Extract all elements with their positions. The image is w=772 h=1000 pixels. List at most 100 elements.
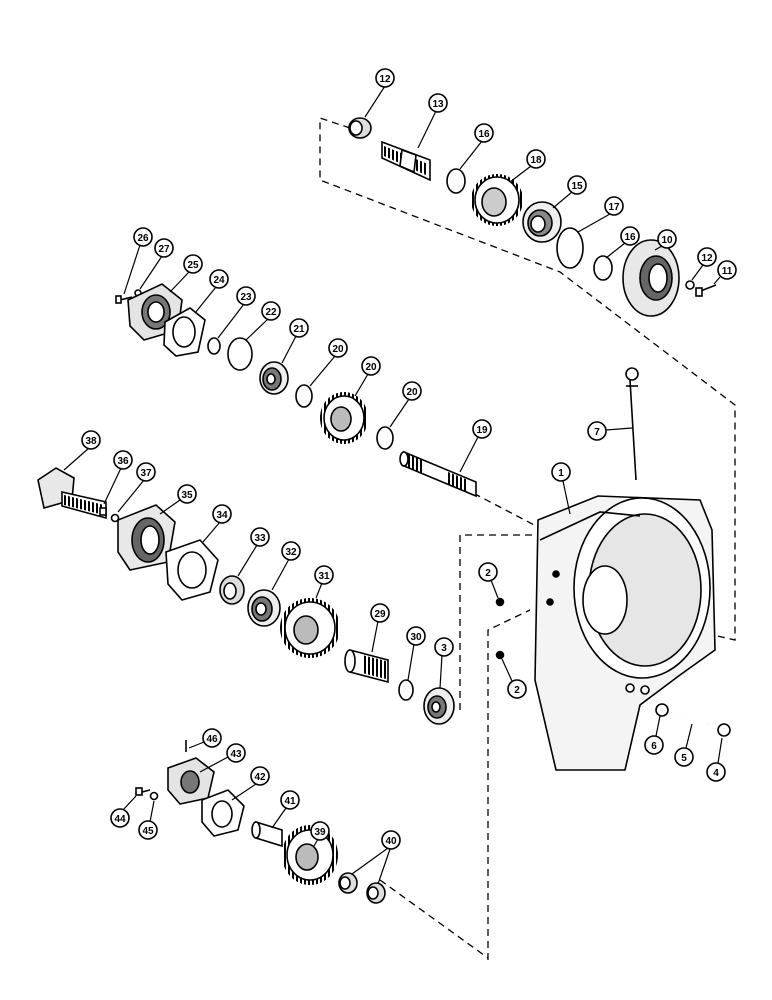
svg-text:30: 30 (410, 632, 422, 643)
callout-30: 30 (406, 626, 426, 681)
svg-text:18: 18 (530, 155, 542, 166)
callout-45: 45 (138, 800, 158, 840)
callout-12: 1212 (691, 247, 717, 281)
callout-18: 18 (509, 149, 546, 183)
svg-text:44: 44 (114, 814, 126, 825)
svg-text:19: 19 (476, 425, 488, 436)
part-29-sleeve (344, 648, 389, 684)
part-40-needle-bearing (338, 872, 386, 904)
svg-text:20: 20 (332, 344, 344, 355)
part-19-shaft (399, 450, 477, 498)
svg-text:22: 22 (265, 307, 277, 318)
callout-6: 6 (644, 715, 664, 755)
callout-15: 15 (552, 175, 587, 209)
part-21-gear (320, 392, 368, 444)
part-33-seal (219, 575, 245, 605)
svg-text:12: 12 (701, 253, 713, 264)
callout-11: 11 (713, 260, 737, 285)
part-24-snap-ring (207, 337, 221, 355)
callout-35: 35 (159, 484, 197, 515)
svg-text:32: 32 (285, 547, 297, 558)
callout-20b: 20 (389, 381, 422, 428)
svg-text:34: 34 (216, 510, 228, 521)
svg-text:6: 6 (651, 741, 657, 752)
part-20-snap-ring (295, 384, 394, 450)
svg-text:7: 7 (594, 427, 600, 438)
part-35-retainer (117, 504, 176, 571)
callout-20a: 20 (309, 338, 348, 387)
svg-text:16: 16 (624, 232, 636, 243)
svg-text:45: 45 (142, 826, 154, 837)
callout-3: 3 (434, 637, 454, 689)
svg-text:2: 2 (514, 685, 520, 696)
svg-text:23: 23 (240, 292, 252, 303)
svg-text:40: 40 (385, 836, 397, 847)
callout-10: 10 (654, 229, 677, 251)
svg-text:13: 13 (432, 99, 444, 110)
part-45-washer (149, 791, 159, 801)
callout-34: 34 (202, 504, 232, 543)
part-38-yoke-shaft (37, 467, 107, 520)
part-30-snap-ring (398, 679, 414, 701)
svg-text:26: 26 (137, 233, 149, 244)
callout-2a: 2 (478, 562, 499, 599)
svg-text:4: 4 (713, 768, 719, 779)
part-12-washer (685, 280, 695, 290)
svg-text:17: 17 (608, 202, 620, 213)
callout-37: 37 (117, 462, 156, 513)
callout-13: 13 (417, 93, 448, 149)
callout-19: 19 (459, 419, 492, 473)
part-37-washer (110, 513, 120, 523)
svg-text:15: 15 (571, 181, 583, 192)
callout-4: 4 (706, 737, 726, 782)
part-41-pin (251, 820, 283, 848)
svg-text:5: 5 (681, 753, 687, 764)
callout-42: 42 (231, 766, 270, 801)
callout-16a: 16 (459, 123, 494, 170)
svg-text:27: 27 (158, 244, 170, 255)
callout-33: 33 (237, 527, 270, 577)
svg-text:35: 35 (181, 490, 193, 501)
part-23-ring (227, 337, 253, 371)
svg-text:29: 29 (374, 609, 386, 620)
callout-16b: 16 (605, 226, 640, 259)
svg-text:24: 24 (213, 275, 225, 286)
callout-41: 41 (271, 790, 300, 829)
callout-39: 39 (310, 821, 330, 847)
part-5-pin (679, 714, 709, 726)
callout-36: 36 (103, 450, 133, 505)
svg-text:31: 31 (318, 571, 330, 582)
part-4-cap (717, 723, 731, 737)
part-16-snap-ring (446, 168, 613, 281)
part-11-bolt (695, 284, 717, 297)
callout-43: 43 (199, 743, 246, 773)
callout-22: 21 (281, 318, 309, 364)
svg-text:21: 21 (293, 324, 305, 335)
callout-38: 38 (63, 430, 101, 471)
part-27-bolt (115, 295, 133, 304)
svg-text:20: 20 (365, 362, 377, 373)
svg-text:16: 16 (478, 129, 490, 140)
callout-32: 32 (271, 541, 301, 591)
svg-text:39: 39 (314, 827, 326, 838)
part-39-gear (282, 825, 338, 885)
svg-text:10: 10 (661, 235, 673, 246)
part-15-bearing (522, 201, 562, 243)
svg-text:1: 1 (558, 468, 564, 479)
part-22-bearing (259, 361, 289, 395)
callout-29: 29 (370, 603, 390, 653)
part-6-nut (655, 703, 669, 717)
callout-46: 46 (188, 728, 222, 749)
svg-text:33: 33 (254, 533, 266, 544)
part-3-bearing (423, 687, 455, 725)
part-17-ring (556, 227, 584, 269)
svg-text:42: 42 (254, 772, 266, 783)
callout-27: 26 (123, 227, 153, 295)
callout-25: 24 (194, 269, 229, 314)
svg-text:46: 46 (206, 734, 218, 745)
svg-text:3: 3 (441, 643, 447, 654)
callout-28: 27 (139, 238, 174, 290)
part-42-gasket (201, 789, 245, 837)
svg-text:25: 25 (187, 260, 199, 271)
part-44-bolt (135, 787, 151, 796)
